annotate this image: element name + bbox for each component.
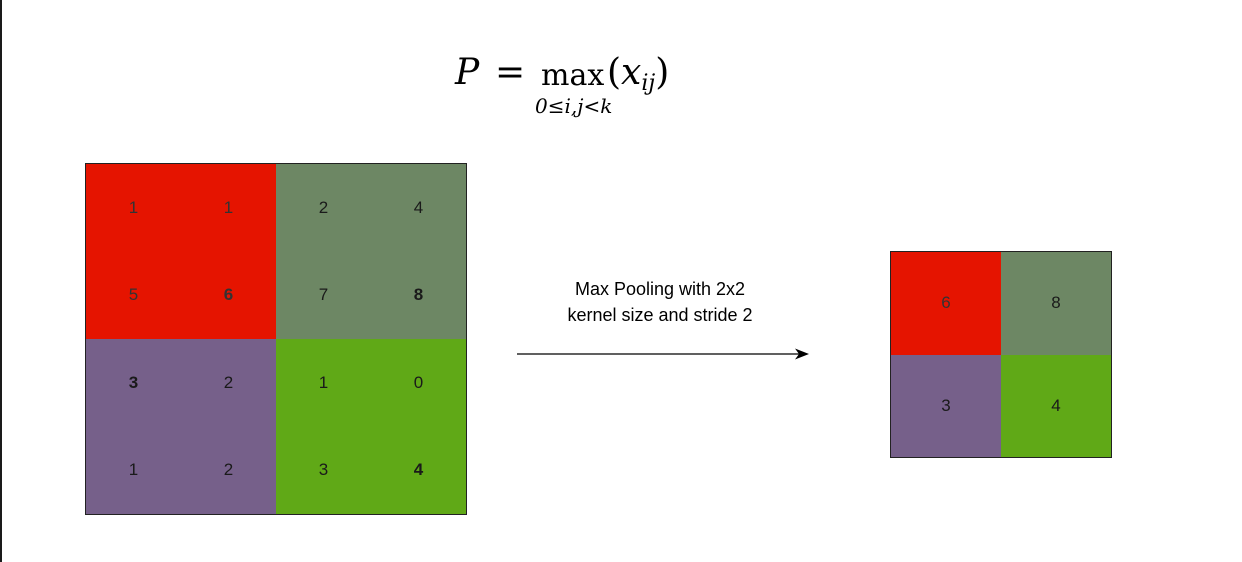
formula-variable-subscript: ij xyxy=(641,71,656,96)
input-cell-r3-c0: 1 xyxy=(86,426,181,514)
operation-label-line-1: Max Pooling with 2x2 xyxy=(574,279,746,299)
formula-lhs: P xyxy=(455,52,480,93)
input-cell-r1-c2: 7 xyxy=(276,251,371,339)
output-cell-r1-c1: 4 xyxy=(1001,354,1111,457)
left-border-line xyxy=(0,0,2,562)
input-cell-r1-c3: 8 xyxy=(371,251,466,339)
formula-subscript: 0≤i,j<k xyxy=(535,94,613,118)
input-cell-r0-c1: 1 xyxy=(181,164,276,252)
input-cell-r3-c2: 3 xyxy=(276,426,371,514)
input-cell-r0-c3: 4 xyxy=(371,164,466,252)
output-cell-r0-c1: 8 xyxy=(1001,252,1111,355)
input-cell-r2-c2: 1 xyxy=(276,339,371,427)
input-cell-r3-c1: 2 xyxy=(181,426,276,514)
formula-open-paren: ( xyxy=(607,52,622,93)
input-cell-r2-c3: 0 xyxy=(371,339,466,427)
formula-variable: x xyxy=(621,52,642,93)
formula-close-paren: ) xyxy=(655,52,670,93)
formula-argument: (xij) xyxy=(607,52,669,96)
operation-label: Max Pooling with 2x2 kernel size and str… xyxy=(520,276,800,328)
formula-equals: = xyxy=(495,52,526,93)
output-cell-r0-c0: 6 xyxy=(891,252,1001,355)
output-cell-r1-c0: 3 xyxy=(891,354,1001,457)
input-cell-r2-c0: 3 xyxy=(86,339,181,427)
input-cell-r0-c2: 2 xyxy=(276,164,371,252)
input-cell-r2-c1: 2 xyxy=(181,339,276,427)
input-cell-r3-c3: 4 xyxy=(371,426,466,514)
input-cell-r1-c0: 5 xyxy=(86,251,181,339)
input-cell-r1-c1: 6 xyxy=(181,251,276,339)
input-cell-r0-c0: 1 xyxy=(86,164,181,252)
max-pooling-formula: P = max 0≤i,j<k (xij) xyxy=(455,48,755,120)
operation-label-line-2: kernel size and stride 2 xyxy=(567,305,753,325)
formula-operator: max xyxy=(541,58,605,93)
right-arrow-icon xyxy=(517,348,809,360)
